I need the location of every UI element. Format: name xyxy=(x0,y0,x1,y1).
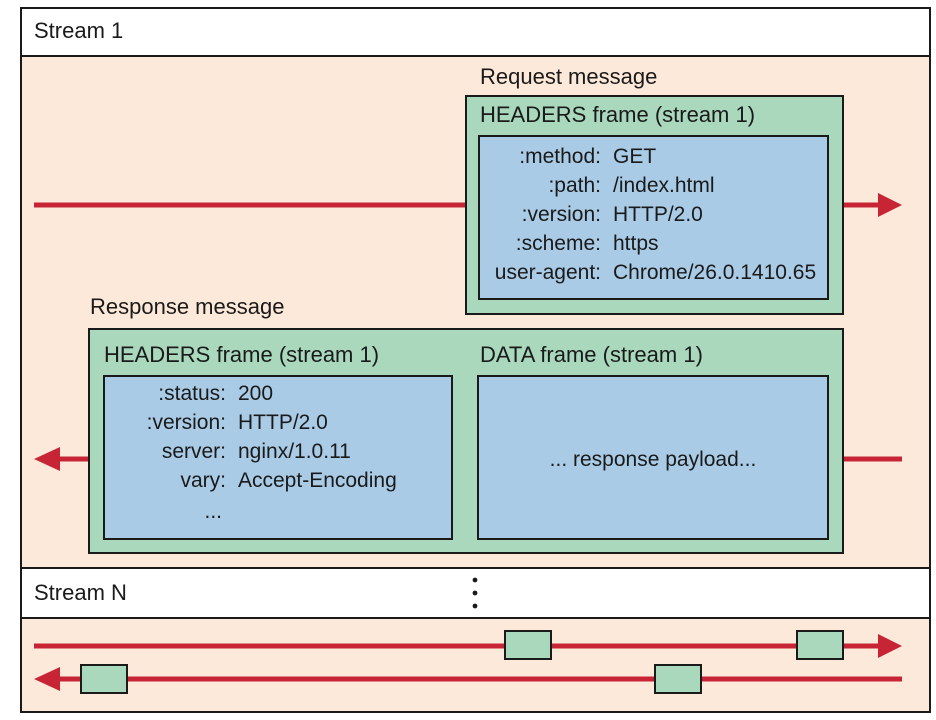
header-key: :status: xyxy=(158,382,226,405)
stream-n-panel xyxy=(20,617,931,713)
request-message-title: Request message xyxy=(480,64,657,89)
header-key: :path: xyxy=(548,174,601,197)
response-arrow xyxy=(34,447,902,471)
request-header-rows: :method: GET :path: /index.html :version… xyxy=(495,145,816,284)
response-data-frame-label: DATA frame (stream 1) xyxy=(480,342,703,367)
request-arrow xyxy=(34,193,902,217)
stream-n-outgoing-arrow xyxy=(34,630,902,660)
header-key: :version: xyxy=(147,411,226,434)
header-key: server: xyxy=(162,440,226,463)
stream-1-label: Stream 1 xyxy=(34,18,123,43)
header-value: GET xyxy=(613,145,656,168)
stream-n-header: Stream N xyxy=(20,567,931,619)
header-value: /index.html xyxy=(613,174,715,197)
frame-block xyxy=(654,664,702,694)
frame-block xyxy=(504,630,552,660)
arrow-right-icon xyxy=(878,193,902,217)
arrow-left-icon xyxy=(34,667,60,691)
response-header-rows: :status: 200 :version: HTTP/2.0 server: … xyxy=(147,382,397,523)
header-key: vary: xyxy=(180,469,226,492)
arrow-right-icon xyxy=(878,634,902,658)
response-message-title: Response message xyxy=(90,294,284,319)
request-headers-frame-label: HEADERS frame (stream 1) xyxy=(480,102,755,127)
frame-block xyxy=(80,664,128,694)
request-headers-frame: HEADERS frame (stream 1) :method: GET :p… xyxy=(465,95,844,315)
header-value: https xyxy=(613,232,659,255)
response-headers-box xyxy=(103,375,453,540)
header-value: HTTP/2.0 xyxy=(613,203,703,226)
response-headers-frame-label: HEADERS frame (stream 1) xyxy=(104,342,379,367)
header-value: HTTP/2.0 xyxy=(238,411,328,434)
stream-n-incoming-arrow xyxy=(34,664,902,694)
header-key: user-agent: xyxy=(495,261,601,284)
header-value: nginx/1.0.11 xyxy=(238,440,351,463)
response-data-box xyxy=(477,375,829,540)
header-value: 200 xyxy=(238,382,273,405)
header-ellipsis: ... xyxy=(204,500,222,523)
header-key: :scheme: xyxy=(516,232,601,255)
frame-block xyxy=(796,630,844,660)
arrow-left-icon xyxy=(34,447,60,471)
header-value: Chrome/26.0.1410.65 xyxy=(613,261,816,284)
response-payload: ... response payload... xyxy=(550,448,757,471)
response-frames: HEADERS frame (stream 1) DATA frame (str… xyxy=(88,328,844,554)
header-key: :version: xyxy=(522,203,601,226)
stream-1-header: Stream 1 xyxy=(20,7,931,57)
vertical-ellipsis-icon xyxy=(472,577,478,609)
header-value: Accept-Encoding xyxy=(238,469,397,492)
request-headers-box xyxy=(478,135,829,300)
header-key: :method: xyxy=(519,145,601,168)
stream-n-label: Stream N xyxy=(34,580,127,605)
